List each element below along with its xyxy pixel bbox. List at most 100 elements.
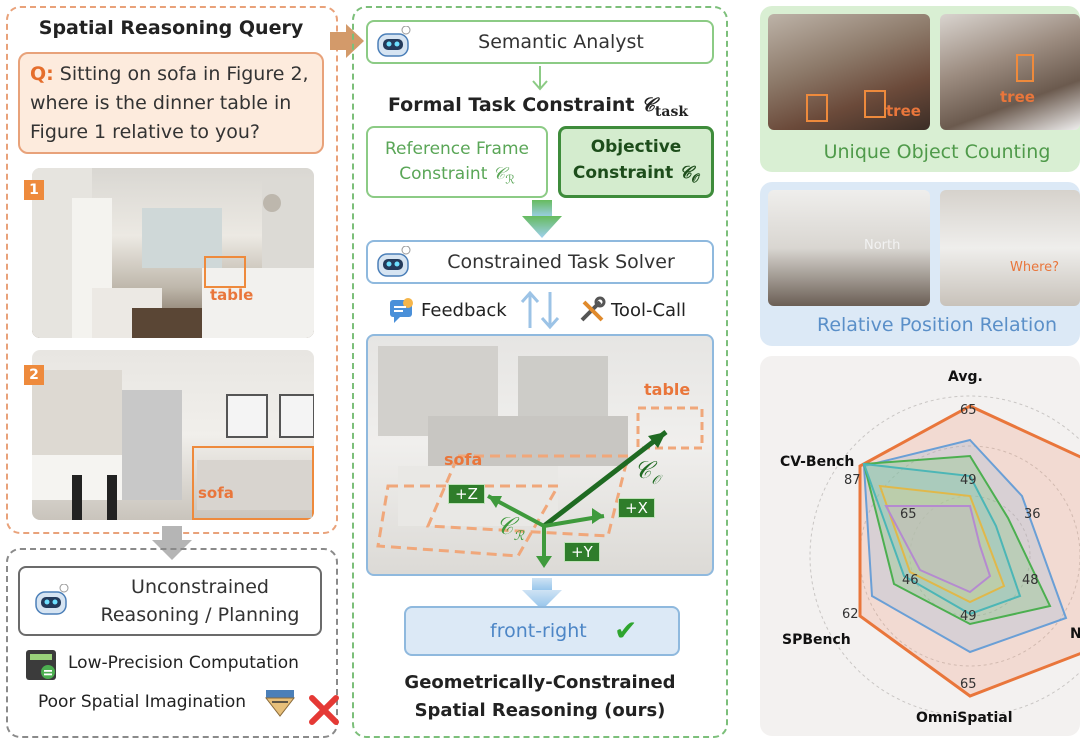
method-caption-line-2: Spatial Reasoning (ours): [414, 700, 666, 721]
radar-axis-avg: Avg.: [948, 369, 983, 385]
reference-frame-symbol: 𝒞: [492, 164, 506, 184]
solver-label: Constrained Task Solver: [447, 251, 675, 273]
unconstrained-line-1: Unconstrained: [131, 576, 269, 598]
method-panel: [352, 6, 728, 738]
cross-icon: [309, 695, 339, 725]
semantic-analyst-label: Semantic Analyst: [478, 31, 644, 53]
connector-arrow: [330, 24, 364, 58]
cr-label: 𝒞ℛ: [496, 512, 524, 544]
confused-robot-icon: [264, 690, 296, 717]
table-highlight-box: [204, 256, 246, 288]
figure-2-photo: sofa: [32, 350, 314, 520]
calculator-icon: [26, 650, 56, 680]
figure-2-scene: [32, 370, 314, 520]
axis-z-label: +Z: [448, 484, 485, 504]
radar-tick-avg-49: 49: [960, 473, 977, 488]
figure-2-number: 2: [24, 365, 44, 385]
radar-series-ours: [858, 404, 1080, 698]
reference-frame-line-2: Constraint 𝒞ℛ: [366, 164, 548, 186]
radar-chart: Avg. CV-Bench SPBench OmniSpatial N 65 4…: [780, 369, 1080, 726]
tool-call-label: Tool-Call: [611, 300, 687, 321]
relation-photo-1: North: [768, 190, 930, 306]
radar-tick-cv-65: 65: [900, 507, 917, 522]
tree-label-2: tree: [1000, 88, 1035, 106]
radar-tick-avg-65: 65: [960, 403, 977, 418]
radar-axis-omnispatial: OmniSpatial: [916, 710, 1013, 726]
objective-line-2: Constraint 𝒞𝒪: [558, 163, 714, 186]
answer-label: front-right: [490, 620, 587, 642]
formal-constraint-sub: task: [654, 103, 689, 120]
formal-constraint-text: Formal Task Constraint: [387, 94, 642, 116]
figure-1-photo: table: [32, 168, 314, 338]
figure-1-table-label: table: [210, 286, 254, 304]
unconstrained-box: [18, 566, 322, 636]
unconstrained-panel: [6, 548, 338, 738]
radar-axis-spbench: SPBench: [782, 632, 851, 648]
scene-drawing: [376, 346, 704, 568]
radar-tick-62: 62: [842, 607, 859, 622]
down-arrow-left: [152, 526, 192, 560]
poor-imagination-text: Poor Spatial Imagination: [38, 692, 247, 712]
where-label: Where?: [1010, 260, 1060, 275]
question-line-1: Sitting on sofa in Figure 2,: [53, 63, 309, 85]
radar-series-teal: [862, 462, 1022, 616]
objective-box: [558, 126, 714, 198]
scene-panel: table sofa +Z +X +Y 𝒞𝒪 𝒞ℛ: [366, 334, 714, 576]
formal-constraint-title: Formal Task Constraint 𝒞task: [362, 94, 714, 120]
low-precision-text: Low-Precision Computation: [68, 653, 299, 673]
radar-axis-cvbench: CV-Bench: [780, 454, 854, 470]
scene-sofa-label: sofa: [444, 450, 483, 469]
arrow-constraint-down: [522, 200, 562, 238]
radar-series-purple: [884, 505, 992, 594]
reference-frame-box: [366, 126, 548, 198]
cr-sub: ℛ: [513, 528, 524, 544]
feedback-label: Feedback: [421, 300, 507, 321]
formal-constraint-symbol: 𝒞: [641, 94, 655, 116]
radar-tick-36: 36: [1024, 507, 1041, 522]
solver-box: [366, 240, 714, 284]
tree-box-2: [1016, 54, 1034, 82]
unconstrained-line-2: Reasoning / Planning: [100, 604, 300, 626]
figure-2-sofa-label: sofa: [198, 484, 234, 502]
co-symbol: 𝒞: [634, 456, 652, 484]
arrow-scene-down: [522, 578, 562, 610]
answer-box: [404, 606, 680, 656]
relation-label: Relative Position Relation: [816, 314, 1058, 336]
tool-icon: [580, 296, 606, 322]
tree-box-1a: [806, 94, 828, 122]
objective-text: Constraint: [572, 163, 680, 183]
reference-frame-line-1: Reference Frame: [385, 139, 529, 159]
query-title: Spatial Reasoning Query: [38, 17, 304, 39]
reference-frame-text: Constraint: [399, 164, 493, 184]
radar-axis-n: N: [1070, 626, 1080, 642]
check-icon: ✔: [614, 614, 638, 647]
objective-symbol: 𝒞: [679, 163, 692, 183]
counting-photo-2: tree: [940, 14, 1080, 130]
counting-photo-1: tree: [768, 14, 930, 130]
north-label: North: [864, 238, 901, 253]
tree-label-1: tree: [886, 102, 921, 120]
co-sub: 𝒪: [651, 472, 660, 488]
relation-photo-2: Where?: [940, 190, 1080, 306]
up-down-arrows: [520, 290, 560, 330]
objective-sub: 𝒪: [691, 171, 700, 186]
radar-tick-cv-87: 87: [844, 473, 861, 488]
radar-tick-omni-49: 49: [960, 609, 977, 624]
radar-tick-46: 46: [902, 573, 919, 588]
objective-line-1: Objective: [590, 137, 682, 157]
robot-icon-unconstrained: [35, 584, 69, 615]
semantic-analyst-box: [366, 20, 714, 64]
method-caption-line-1: Geometrically-Constrained: [404, 672, 676, 693]
scene-table-label: table: [644, 380, 691, 399]
question-prefix: Q:: [30, 63, 54, 85]
question-line-2: where is the dinner table in: [30, 92, 292, 114]
feedback-icon: [390, 298, 413, 323]
figure-1-number: 1: [24, 180, 44, 200]
figure-1-scene: [32, 168, 314, 338]
robot-icon-analyst: [377, 26, 411, 57]
radar-tick-omni-65: 65: [960, 677, 977, 692]
robot-icon-solver: [377, 246, 411, 277]
sofa-highlight-box: [192, 446, 314, 520]
arrow-analyst-down: [532, 66, 548, 91]
question-box: Q: Sitting on sofa in Figure 2, where is…: [18, 52, 324, 154]
